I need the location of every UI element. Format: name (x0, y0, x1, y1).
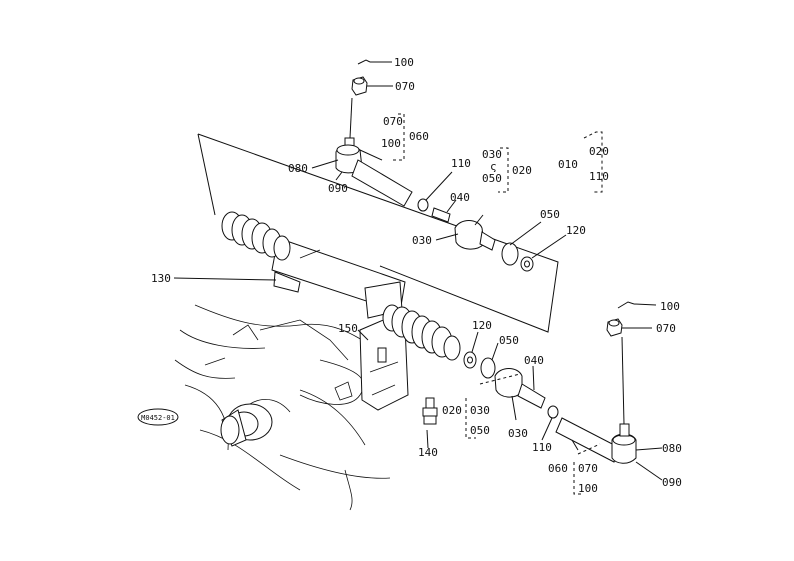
callout-labels: 100 070 070 060 100 080 090 110 030 ς 05… (151, 56, 682, 495)
callout-upper-group-060: 060 (409, 130, 429, 143)
callout-upper-group-sep: ς (490, 160, 497, 173)
callout-lower-120: 120 (472, 319, 492, 332)
callout-140: 140 (418, 446, 438, 459)
bolt-140 (422, 397, 438, 425)
callout-top-090: 090 (328, 182, 348, 195)
callout-right-group-060: 060 (548, 462, 568, 475)
callout-upper-group-100: 100 (381, 137, 401, 150)
drawing-code: M0452-01 (141, 414, 175, 422)
callout-top-070: 070 (395, 80, 415, 93)
left-bellows-boot (221, 211, 291, 261)
callout-upper-050: 050 (540, 208, 560, 221)
callout-right-group-100: 100 (578, 482, 598, 495)
callout-right-080: 080 (662, 442, 682, 455)
callout-upper-110: 110 (451, 157, 471, 170)
callout-right-group-070: 070 (578, 462, 598, 475)
callout-top-100: 100 (394, 56, 414, 69)
callout-upper-group-050: 050 (482, 172, 502, 185)
callout-lower-040: 040 (524, 354, 544, 367)
callout-top-080: 080 (288, 162, 308, 175)
callout-130: 130 (151, 272, 171, 285)
callout-upper-120: 120 (566, 224, 586, 237)
tractor-body-outline (174, 304, 396, 511)
callout-ref-010: 010 (558, 158, 578, 171)
callout-upper-040: 040 (450, 191, 470, 204)
callout-lower-group-050: 050 (470, 424, 490, 437)
callout-upper-030: 030 (412, 234, 432, 247)
callout-150: 150 (338, 322, 358, 335)
callout-lower-group-020: 020 (442, 404, 462, 417)
group-brackets (392, 113, 603, 495)
callout-lower-group-030: 030 (470, 404, 490, 417)
upper-tie-rod-assembly (335, 59, 534, 272)
drawing-code-stamp: M0452-01 (137, 408, 179, 426)
callout-right-090: 090 (662, 476, 682, 489)
bracket-150 (359, 317, 409, 411)
callout-ref-020: 020 (589, 145, 609, 158)
callout-upper-group-030: 030 (482, 148, 502, 161)
lower-tie-rod-assembly (463, 301, 637, 464)
callout-lower-050: 050 (499, 334, 519, 347)
rack-tube-130 (271, 237, 406, 319)
callout-ref-110: 110 (589, 170, 609, 183)
callout-lower-030: 030 (508, 427, 528, 440)
callout-upper-group-070: 070 (383, 115, 403, 128)
callout-upper-group-020: 020 (512, 164, 532, 177)
callout-right-100: 100 (660, 300, 680, 313)
callout-lower-110: 110 (532, 441, 552, 454)
right-bellows-boot (382, 304, 461, 361)
leader-lines (173, 61, 663, 481)
assembly-frame (197, 133, 559, 333)
callout-right-070: 070 (656, 322, 676, 335)
